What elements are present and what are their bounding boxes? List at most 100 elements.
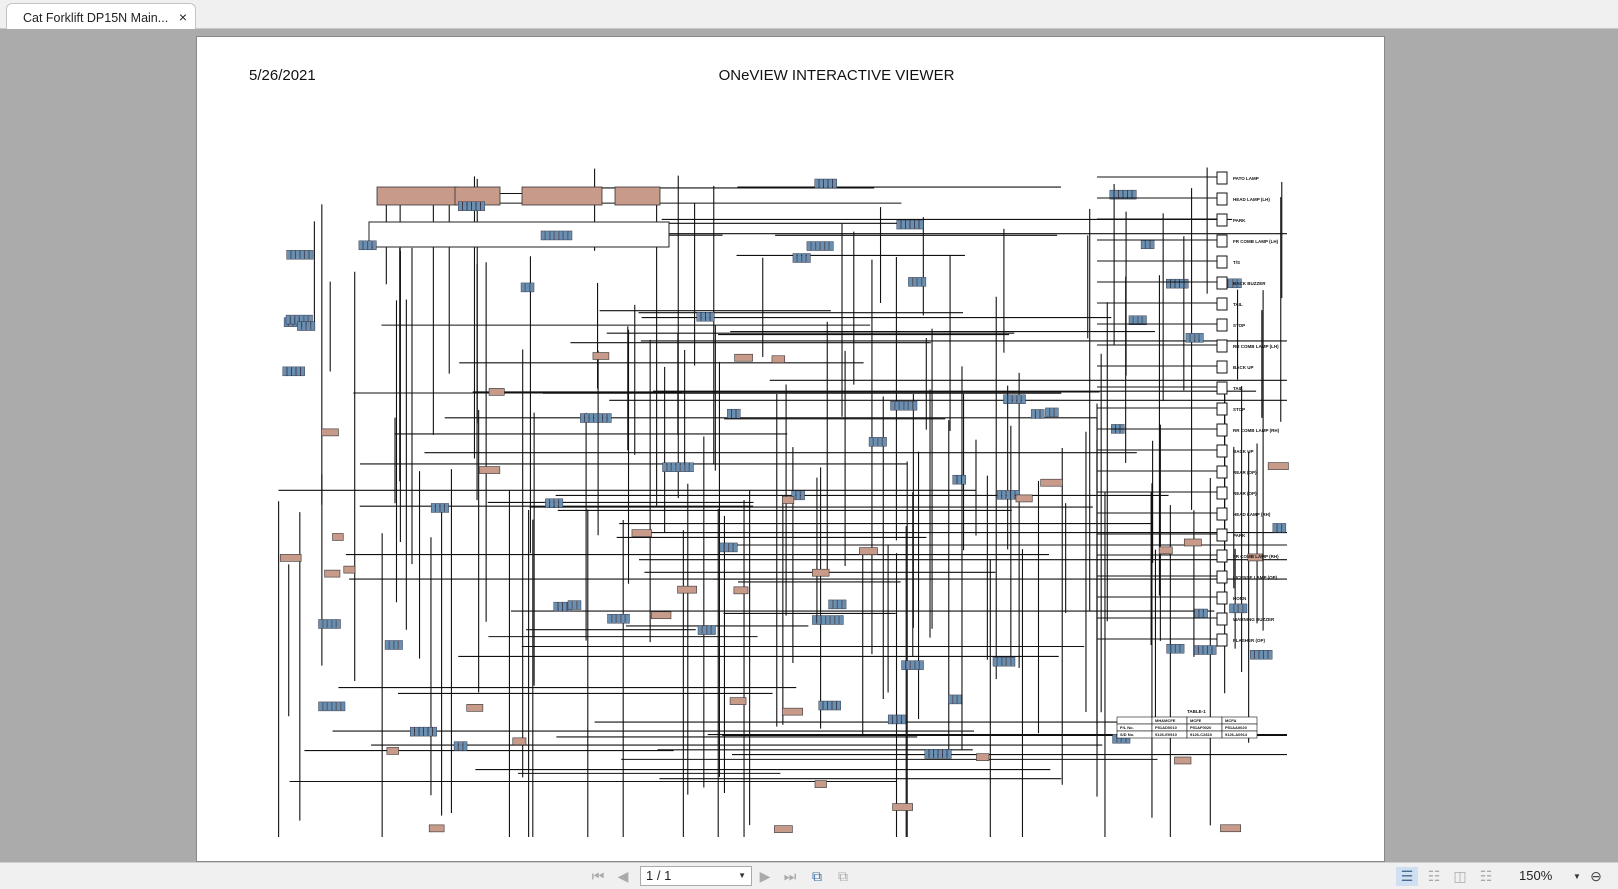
terminal [1109, 189, 1115, 200]
terminal [331, 701, 337, 712]
terminal [1184, 278, 1189, 289]
terminal [1237, 278, 1242, 289]
terminal [837, 599, 842, 610]
terminal [430, 503, 436, 513]
component-label: HORN [1233, 596, 1246, 601]
continuous-facing-icon[interactable]: ☷ [1479, 868, 1493, 884]
tab-title: Cat Forklift DP15N Main... [23, 11, 169, 25]
terminal [1194, 608, 1199, 619]
connector [859, 547, 878, 555]
terminal [912, 400, 918, 411]
terminal [894, 400, 900, 411]
terminal [331, 619, 337, 629]
terminal [593, 413, 599, 423]
terminal [584, 413, 590, 423]
terminal [1114, 189, 1119, 200]
terminal [666, 462, 672, 472]
terminal [905, 660, 911, 670]
terminal [830, 615, 835, 625]
terminal [322, 619, 328, 629]
terminal [453, 741, 459, 751]
table-cell-text: MCFE [1190, 718, 1202, 723]
lamp-symbol [1216, 318, 1228, 332]
terminal [1179, 644, 1185, 654]
terminal [938, 749, 943, 759]
terminal [731, 408, 737, 419]
connector [781, 707, 803, 716]
terminal [1006, 656, 1011, 667]
lamp-symbol [1216, 213, 1228, 227]
terminal [291, 366, 296, 377]
dropdown-arrow-icon: ▼ [738, 871, 746, 880]
terminal [1112, 734, 1117, 744]
facing-icon[interactable]: ◫ [1453, 868, 1467, 884]
table-cell-text: MCFA [1225, 718, 1236, 723]
next-view-icon[interactable]: ⧉ [838, 868, 848, 884]
terminal [675, 462, 681, 472]
last-page-icon[interactable]: ⏭ [783, 868, 797, 884]
terminal [952, 694, 958, 705]
terminal [820, 241, 825, 251]
terminal [1254, 650, 1259, 660]
connector [466, 704, 484, 712]
document-tab[interactable]: Cat Forklift DP15N Main... × [6, 3, 196, 30]
connector [812, 568, 830, 577]
terminal [398, 640, 403, 650]
connector [733, 586, 749, 595]
terminal [558, 230, 564, 241]
first-page-icon[interactable]: ⏮ [591, 868, 605, 884]
terminal [1277, 523, 1282, 533]
connector [976, 753, 990, 761]
terminal [1281, 523, 1287, 533]
zoom-level[interactable]: 150% [1519, 868, 1553, 883]
terminal [912, 277, 918, 287]
terminal [372, 240, 377, 251]
terminal [839, 615, 844, 625]
terminal [554, 230, 559, 241]
component-label: BACK UP [1233, 449, 1254, 454]
terminal [1166, 644, 1171, 654]
terminal [957, 694, 962, 705]
terminal [1039, 409, 1045, 419]
terminal [1118, 189, 1124, 200]
terminal [467, 201, 472, 211]
table-cell-text: P51AD0010 [1155, 725, 1178, 730]
terminal [917, 277, 922, 287]
terminal [1123, 189, 1128, 200]
previous-view-icon[interactable]: ⧉ [812, 868, 822, 884]
terminal [1128, 315, 1134, 325]
terminal [336, 619, 341, 629]
terminal [908, 277, 913, 287]
terminal [529, 282, 535, 293]
terminal [1198, 645, 1203, 655]
terminal [1229, 603, 1234, 614]
continuous-icon[interactable]: ☷ [1427, 868, 1441, 884]
zoom-out-icon[interactable]: ⊖ [1590, 868, 1602, 884]
terminal [1035, 409, 1040, 419]
single-page-icon[interactable]: ☰ [1396, 867, 1418, 886]
component-label: STOP [1233, 407, 1245, 412]
close-icon[interactable]: × [178, 9, 187, 25]
zoom-dropdown-icon[interactable]: ▼ [1573, 872, 1581, 881]
terminal [607, 413, 612, 423]
connector [1247, 553, 1263, 562]
connector [677, 585, 697, 594]
terminal [1238, 603, 1243, 614]
lamp-symbol [1216, 507, 1228, 521]
connector [631, 529, 652, 537]
previous-page-icon[interactable]: ◀ [617, 868, 629, 884]
terminal [1001, 656, 1007, 667]
terminal [444, 503, 449, 513]
terminal [439, 503, 445, 513]
terminal [554, 498, 559, 508]
next-page-icon[interactable]: ▶ [759, 868, 771, 884]
terminal [961, 474, 966, 485]
connector [279, 554, 302, 562]
terminal [697, 625, 703, 635]
terminal [957, 474, 962, 485]
terminal [1054, 407, 1059, 418]
lamp-symbol [1216, 591, 1228, 605]
terminal [728, 542, 734, 553]
page-number-select[interactable]: 1 / 1▼ [640, 866, 752, 886]
